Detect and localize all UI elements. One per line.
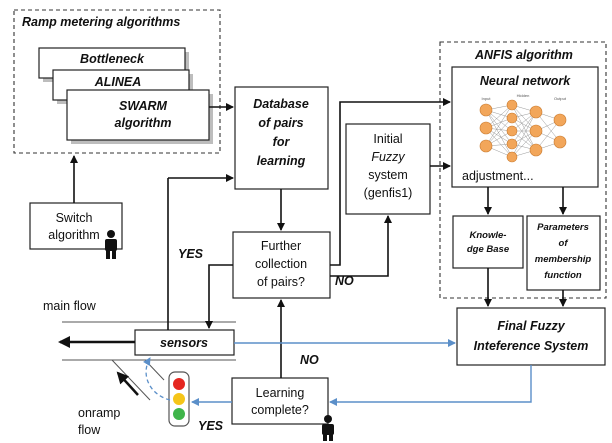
no-label-mid: NO (335, 274, 354, 288)
nn-node (479, 103, 493, 117)
learning-complete-box (231, 377, 329, 425)
adjustment-label: adjustment... (462, 169, 534, 183)
alinea-label: ALINEA (94, 75, 142, 89)
anfis-group-border (439, 41, 607, 299)
arrow-light-to-sensors-dashed (143, 357, 171, 401)
knowledge-label-1: Knowle- (470, 230, 507, 241)
nn-node (553, 113, 567, 127)
final-fuzzy-box (456, 307, 606, 366)
nn-node (479, 121, 493, 135)
yes-label-bottom: YES (198, 419, 224, 433)
nn-node (506, 112, 518, 124)
swarm-label-1: SWARM (119, 99, 168, 113)
nn-node (529, 143, 543, 157)
arrow-further-to-initial (330, 215, 392, 277)
initial-label-1: Initial (373, 132, 402, 146)
ramp-group-border (13, 9, 221, 154)
onramp-edge-1 (111, 359, 151, 401)
no-label-bottom: NO (300, 353, 319, 367)
database-label-3: for (273, 135, 291, 149)
nn-node (506, 151, 518, 163)
person-icon-learning (322, 415, 334, 441)
neural-network-title: Neural network (480, 74, 571, 88)
main-flow-label: main flow (43, 299, 97, 313)
sensors-label: sensors (160, 336, 208, 350)
database-label-1: Database (253, 97, 309, 111)
arrow-further-no-to-neural (330, 98, 451, 266)
swarm-card (66, 89, 210, 141)
initial-label-3: system (368, 168, 408, 182)
nn-node (529, 124, 543, 138)
ramp-group-title: Ramp metering algorithms (22, 15, 180, 29)
database-label-4: learning (257, 154, 306, 168)
onramp-label-2: flow (78, 423, 101, 437)
further-label-2: collection (255, 257, 307, 271)
switch-label-2: algorithm (48, 228, 99, 242)
parameters-label-4: function (544, 270, 582, 281)
final-label-1: Final Fuzzy (497, 319, 565, 333)
knowledge-base-box (452, 215, 524, 269)
nn-hidden-label: Hidden (517, 93, 530, 98)
arrow-further-yes-to-sensors (205, 264, 233, 329)
nn-node (553, 135, 567, 149)
initial-fuzzy-box (345, 123, 431, 215)
nn-node (479, 139, 493, 153)
further-label-1: Further (261, 239, 301, 253)
traffic-light-icon (168, 371, 190, 427)
bottleneck-label: Bottleneck (80, 52, 145, 66)
nn-node (529, 105, 543, 119)
parameters-label-1: Parameters (537, 222, 589, 233)
learning-label-1: Learning (256, 386, 305, 400)
initial-label-4: (genfis1) (364, 186, 413, 200)
learning-label-2: complete? (251, 403, 309, 417)
onramp-flow-arrow (116, 371, 139, 396)
initial-label-2: Fuzzy (371, 150, 405, 164)
nn-node (506, 138, 518, 150)
parameters-label-3: membership (535, 254, 592, 265)
swarm-label-2: algorithm (115, 116, 172, 130)
parameters-label-2: of (559, 238, 569, 249)
arrow-final-to-learning (329, 365, 532, 406)
neural-network-graphic: Input Hidden Output (479, 93, 567, 163)
nn-node (506, 99, 518, 111)
anfis-group-title: ANFIS algorithm (474, 48, 573, 62)
switch-label-1: Switch (56, 211, 93, 225)
nn-input-label: Input (482, 96, 492, 101)
further-label-3: of pairs? (257, 275, 305, 289)
final-label-2: Inteference System (474, 339, 589, 353)
onramp-edge-2 (144, 359, 165, 381)
yes-label-top: YES (178, 247, 204, 261)
nn-output-label: Output (554, 96, 567, 101)
database-label-2: of pairs (258, 116, 303, 130)
person-icon (105, 230, 117, 259)
database-box (234, 86, 329, 190)
knowledge-label-2: dge Base (467, 244, 510, 255)
nn-node (506, 125, 518, 137)
onramp-label-1: onramp (78, 406, 120, 420)
